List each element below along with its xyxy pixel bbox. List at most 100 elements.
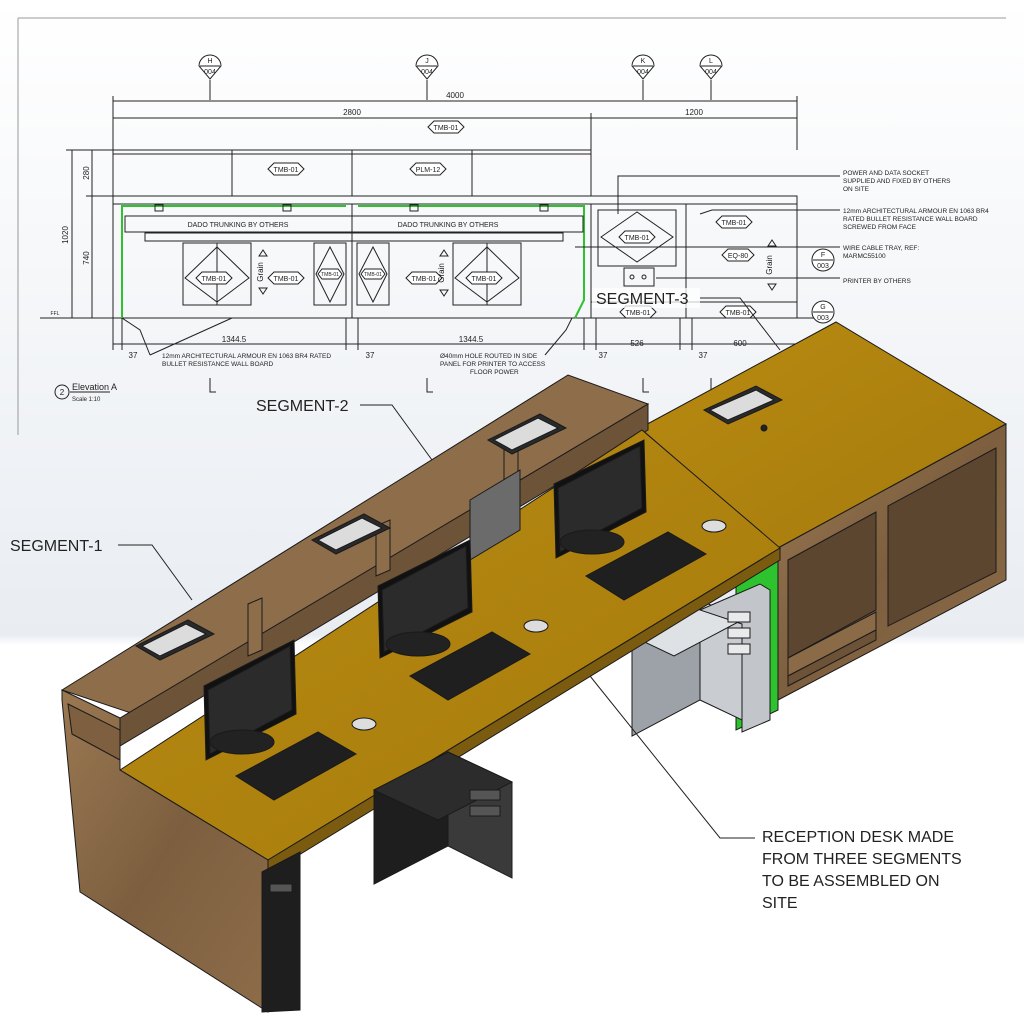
svg-text:TMB-01: TMB-01 [274, 167, 299, 174]
svg-text:TMB-01: TMB-01 [274, 276, 299, 283]
printer-window [597, 209, 677, 267]
tag-tmb-seg3-top: TMB-01 [715, 215, 753, 229]
leader-power-socket [617, 175, 840, 214]
grid-marker-k-sheet: 004 [637, 69, 649, 76]
armour-line-1 [121, 205, 346, 318]
segment-3-model [639, 321, 1008, 731]
svg-text:PLM-12: PLM-12 [416, 167, 441, 174]
tag-tmb-top: TMB-01 [427, 120, 465, 134]
dim-bottom-5: 526 [630, 339, 644, 348]
note-hole-1: Ø40mm HOLE ROUTED IN SIDE [440, 353, 538, 360]
note-hole-3: FLOOR POWER [470, 369, 519, 376]
grid-marker-j: J 004 [415, 54, 439, 80]
note-armour-1: 12mm ARCHITECTURAL ARMOUR EN 1063 BR4 [843, 208, 989, 215]
svg-text:EQ-80: EQ-80 [728, 253, 748, 260]
dimension-labels: 4000 2800 1200 1020 280 740 FFL 37 1344.… [51, 91, 748, 360]
svg-text:TMB-01: TMB-01 [434, 125, 459, 132]
svg-text:TMB-01: TMB-01 [364, 272, 382, 278]
svg-text:TMB-01: TMB-01 [472, 276, 497, 283]
dim-bottom-1: 1344.5 [222, 335, 247, 344]
note-power-2: SUPPLIED AND FIXED BY OTHERS [843, 178, 951, 185]
view-title: 2 Elevation A Scale 1:10 [60, 382, 117, 403]
dim-bottom-6: 37 [699, 351, 708, 360]
reception-note-2: FROM THREE SEGMENTS [762, 851, 962, 868]
grain-label-1: Grain [256, 262, 265, 282]
armour-line-2 [358, 205, 585, 319]
dim-height-top: 280 [82, 166, 91, 180]
callout-segment-2: SEGMENT-2 [256, 398, 349, 415]
side-marker-f-letter: F [821, 252, 825, 259]
callouts [118, 297, 781, 839]
svg-text:TMB-01: TMB-01 [625, 235, 650, 242]
keyboard-1 [235, 731, 358, 801]
grid-marker-l-letter: L [709, 58, 713, 65]
grid-marker-l-sheet: 004 [705, 69, 717, 76]
svg-text:TMB-01: TMB-01 [412, 276, 437, 283]
svg-text:TMB-01: TMB-01 [722, 220, 747, 227]
callout-labels: SEGMENT-1 SEGMENT-2 SEGMENT-3 RECEPTION … [10, 288, 962, 912]
callout-leader-segment-2 [360, 404, 433, 461]
segment-3-bay-2 [887, 447, 997, 627]
cable-grommets [351, 519, 727, 731]
view-number-circle [54, 384, 70, 400]
keyboards [235, 531, 708, 801]
dim-left-span: 2800 [343, 108, 361, 117]
grain-label-2: Grain [437, 263, 446, 283]
grid-markers: H 004 J 004 K 004 L 004 F 003 [198, 54, 835, 324]
monitor-3 [553, 439, 647, 559]
svg-text:TMB-01: TMB-01 [321, 272, 339, 278]
dim-bottom-7: 600 [733, 339, 747, 348]
dim-ffl: FFL [51, 311, 60, 317]
keyboard-3 [585, 531, 708, 601]
svg-text:TMB-01: TMB-01 [626, 310, 651, 317]
side-marker-g-sheet: 003 [817, 315, 829, 322]
view-number: 2 [60, 388, 65, 397]
reception-note-1: RECEPTION DESK MADE [762, 829, 954, 846]
power-socket [623, 267, 655, 287]
monitor-2 [377, 539, 473, 659]
tag-eq: EQ-80 [721, 248, 755, 262]
grid-marker-k-letter: K [641, 58, 646, 65]
tag-tmb-cab2: TMB-01 [465, 271, 503, 285]
notes-right: POWER AND DATA SOCKET SUPPLIED AND FIXED… [843, 170, 989, 285]
grid-marker-k: K 004 [631, 54, 655, 80]
grid-marker-j-letter: J [425, 58, 429, 65]
note-armour-bottom-1: 12mm ARCHITECTURAL ARMOUR EN 1063 BR4 RA… [162, 353, 331, 360]
notes-bottom: 12mm ARCHITECTURAL ARMOUR EN 1063 BR4 RA… [162, 353, 546, 376]
side-marker-g-letter: G [820, 304, 825, 311]
tag-tmb-cab1: TMB-01 [195, 271, 233, 285]
counter-screens [134, 413, 568, 661]
tag-plm: PLM-12 [409, 162, 447, 176]
grid-marker-h: H 004 [198, 54, 222, 80]
side-marker-g: G 003 [811, 300, 835, 324]
note-armour-bottom-2: BULLET RESISTANCE WALL BOARD [162, 361, 274, 368]
note-armour-3: SCREWED FROM FACE [843, 224, 917, 231]
material-tags: TMB-01 TMB-01 PLM-12 TMB-01 TMB-01 TMB-0… [195, 120, 757, 319]
dim-bottom-2: 37 [366, 351, 375, 360]
reception-note-4: SITE [762, 895, 798, 912]
svg-text:TMB-01: TMB-01 [726, 310, 751, 317]
tag-tmb-base2: TMB-01 [719, 305, 757, 319]
tag-tmb-small1: TMB-01 [317, 268, 343, 280]
grain-label-3: Grain [765, 255, 774, 275]
note-power-3: ON SITE [843, 186, 870, 193]
dim-bottom-3: 1344.5 [459, 335, 484, 344]
tag-tmb-grain1: TMB-01 [267, 271, 305, 285]
dim-height-total: 1020 [61, 226, 70, 244]
tag-tmb-small2: TMB-01 [360, 268, 386, 280]
monitor-1 [203, 639, 297, 761]
note-power-1: POWER AND DATA SOCKET [843, 170, 929, 177]
monitors [203, 439, 647, 761]
dim-bottom-4: 37 [599, 351, 608, 360]
segment-3-bay-1 [787, 511, 877, 659]
dado-label-2: DADO TRUNKING BY OTHERS [398, 222, 499, 229]
cable-tray [144, 232, 564, 242]
keyboard-2 [409, 631, 532, 701]
dim-bottom-0: 37 [129, 351, 138, 360]
view-title-text: Elevation A [72, 382, 117, 392]
side-marker-f: F 003 [811, 248, 835, 272]
desk-3d-model [60, 321, 1008, 1013]
view-scale: Scale 1:10 [72, 397, 101, 403]
elevation-a-drawing [17, 17, 1006, 435]
grid-marker-h-letter: H [207, 58, 212, 65]
